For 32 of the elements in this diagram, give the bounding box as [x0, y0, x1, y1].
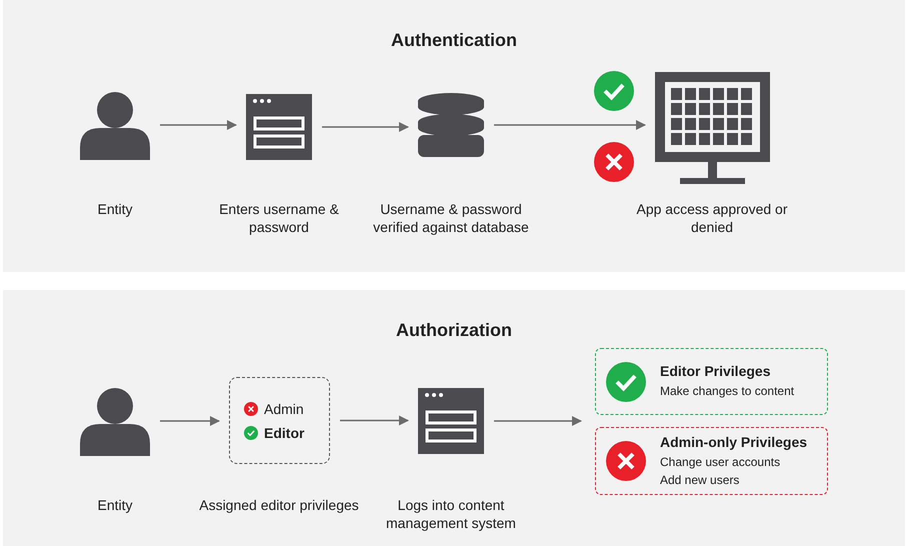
node-label: Logs into content management system	[385, 496, 517, 532]
node-label: Username & password verified against database	[372, 200, 530, 236]
privilege-description: Change user accounts	[660, 454, 782, 470]
section-title: Authentication	[390, 30, 518, 51]
browser-window-icon	[418, 388, 484, 454]
panel-background	[3, 290, 905, 546]
arrow	[494, 416, 582, 426]
privilege-title: Admin-only Privileges	[660, 434, 808, 450]
privilege-description: Add new users	[660, 472, 740, 488]
monitor-icon	[655, 72, 770, 185]
browser-window-icon	[246, 94, 312, 160]
panel-background	[3, 0, 905, 272]
arrow	[340, 416, 409, 426]
node-label: App access approved or denied	[636, 200, 788, 236]
person-icon	[80, 386, 150, 456]
privilege-title: Editor Privileges	[660, 363, 772, 379]
section-title: Authorization	[395, 320, 513, 341]
privilege-box	[595, 348, 828, 415]
database-icon	[418, 93, 484, 157]
arrow	[160, 120, 237, 130]
person-icon	[80, 90, 150, 160]
arrow	[160, 416, 220, 426]
node-label: Enters username & password	[218, 200, 340, 236]
node-label: Entity	[96, 200, 134, 218]
role-label: Editor	[264, 424, 304, 440]
arrow	[494, 120, 646, 130]
privilege-box	[595, 427, 828, 495]
privilege-description: Make changes to content	[660, 383, 794, 400]
node-label: Assigned editor privileges	[198, 496, 360, 514]
arrow	[322, 122, 409, 132]
role-label: Admin	[264, 400, 304, 416]
role-list-box	[229, 377, 330, 464]
